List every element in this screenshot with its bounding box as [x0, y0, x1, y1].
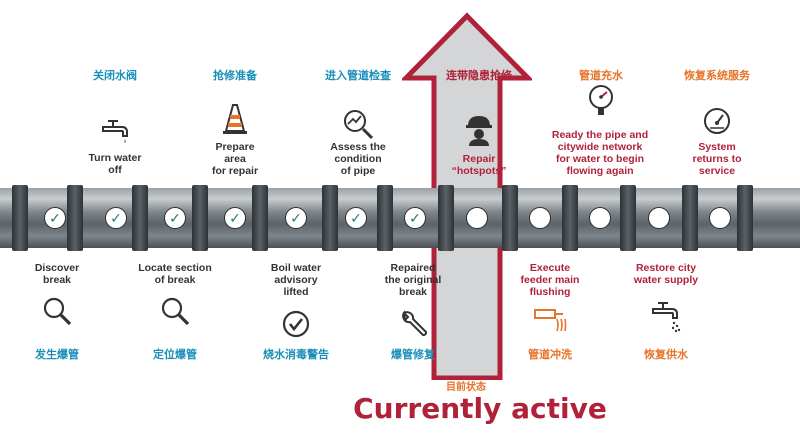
pipe-joint — [737, 185, 753, 251]
bottom-zh-label-6: 恢复供水 — [644, 348, 688, 361]
currently-active-label: Currently active — [353, 392, 607, 425]
top-en-label-6: System returns to service — [692, 141, 742, 177]
faucet-icon — [102, 120, 128, 143]
pending-step-node — [709, 207, 731, 229]
magnifier-icon — [43, 297, 72, 326]
completed-step-node: ✓ — [404, 207, 426, 229]
bottom-en-label-3: Boil water advisory lifted — [270, 262, 322, 298]
pipe-joint — [132, 185, 148, 251]
top-zh-label-6: 恢复系统服务 — [684, 69, 750, 82]
completed-step-node: ✓ — [105, 207, 127, 229]
bottom-zh-label-2: 定位爆管 — [153, 348, 197, 361]
top-zh-label-5: 管道充水 — [579, 69, 623, 82]
bottom-en-label-2: Locate section of break — [138, 262, 212, 286]
bottom-zh-label-4: 爆管修复 — [391, 348, 435, 361]
pipe-joint — [322, 185, 338, 251]
faucet-icon — [652, 302, 681, 333]
bottom-en-label-4: Repaired the original break — [384, 262, 442, 298]
traffic-cone-icon — [223, 104, 247, 134]
top-en-label-2: Prepare area for repair — [211, 141, 259, 177]
pending-step-node — [589, 207, 611, 229]
pressure-gauge-icon — [589, 85, 613, 115]
speedometer-icon — [704, 108, 730, 134]
checkmark-icon: ✓ — [49, 210, 61, 226]
checkmark-icon: ✓ — [229, 210, 241, 226]
checkmark-icon: ✓ — [290, 210, 302, 226]
bottom-en-label-5: Execute feeder main flushing — [520, 262, 580, 298]
completed-step-node: ✓ — [164, 207, 186, 229]
pipe-joint — [12, 185, 28, 251]
pending-step-node — [466, 207, 488, 229]
pipe-joint — [252, 185, 268, 251]
current-status-zh: 目前状态 — [446, 382, 486, 393]
top-en-label-4: Repair “hotspots” — [451, 153, 507, 177]
completed-step-node: ✓ — [345, 207, 367, 229]
completed-step-node: ✓ — [44, 207, 66, 229]
checkmark-icon: ✓ — [409, 210, 421, 226]
wrench-icon — [402, 310, 428, 337]
checkmark-icon: ✓ — [350, 210, 362, 226]
assess-magnifier-icon — [344, 110, 374, 140]
magnifier-icon — [161, 297, 190, 326]
pipe-joint — [438, 185, 454, 251]
top-en-label-1: Turn water off — [88, 152, 142, 176]
top-zh-label-1: 关闭水阀 — [93, 69, 137, 82]
checkmark-icon: ✓ — [169, 210, 181, 226]
top-en-label-5: Ready the pipe and citywide network for … — [551, 129, 649, 177]
checkmark-icon: ✓ — [110, 210, 122, 226]
completed-step-node: ✓ — [224, 207, 246, 229]
pending-step-node — [648, 207, 670, 229]
pipe-joint — [620, 185, 636, 251]
completed-step-node: ✓ — [285, 207, 307, 229]
pipe-joint — [562, 185, 578, 251]
bottom-zh-label-5: 管道冲洗 — [528, 348, 572, 361]
top-en-label-3: Assess the condition of pipe — [330, 141, 386, 177]
pipe-joint — [67, 185, 83, 251]
pending-step-node — [529, 207, 551, 229]
pipe-joint — [502, 185, 518, 251]
bottom-zh-label-1: 发生爆管 — [35, 348, 79, 361]
bottom-en-label-1: Discover break — [34, 262, 80, 286]
flushing-pipe-icon — [534, 309, 567, 332]
pipe-joint — [192, 185, 208, 251]
pipe-joint — [377, 185, 393, 251]
bottom-zh-label-3: 烧水消毒警告 — [263, 348, 329, 361]
top-zh-label-3: 进入管道检查 — [325, 69, 391, 82]
check-circle-icon — [282, 310, 310, 338]
top-zh-label-2: 抢修准备 — [213, 69, 257, 82]
worker-helmet-icon — [466, 116, 492, 146]
pipe-joint — [682, 185, 698, 251]
top-zh-label-4: 连带隐患抢修 — [446, 69, 512, 82]
bottom-en-label-6: Restore city water supply — [633, 262, 699, 286]
